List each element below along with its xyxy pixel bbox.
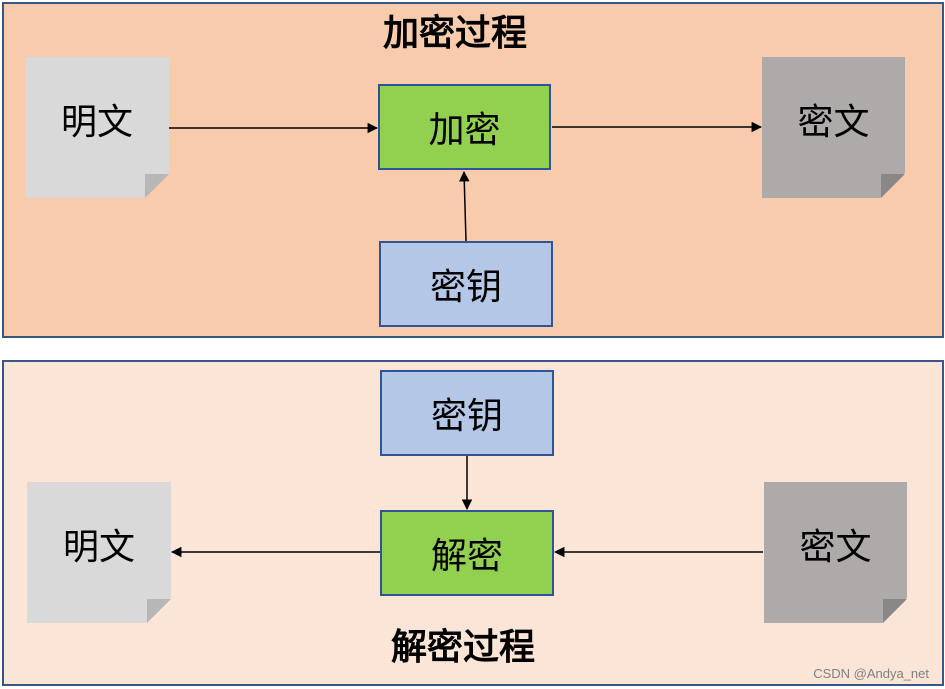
decryption-title: 解密过程 [391, 627, 536, 668]
watermark: CSDN @Andya_net [813, 666, 929, 681]
decryption-key-box: 密钥 [380, 370, 554, 456]
encryption-ciphertext-label: 密文 [797, 102, 870, 143]
encrypt-process-box: 加密 [378, 84, 551, 170]
encryption-plaintext-label: 明文 [60, 102, 133, 143]
decrypt-process-label: 解密 [430, 536, 503, 577]
decrypt-process-box: 解密 [380, 510, 554, 596]
encryption-plaintext-doc: 明文 [25, 57, 169, 198]
decryption-plaintext-label: 明文 [62, 527, 135, 568]
decryption-key-label: 密钥 [430, 396, 503, 437]
encryption-key-label: 密钥 [429, 267, 502, 308]
encrypt-process-label: 加密 [428, 110, 501, 151]
decryption-ciphertext-label: 密文 [799, 527, 872, 568]
encryption-key-box: 密钥 [379, 241, 553, 327]
encryption-title: 加密过程 [383, 13, 528, 54]
